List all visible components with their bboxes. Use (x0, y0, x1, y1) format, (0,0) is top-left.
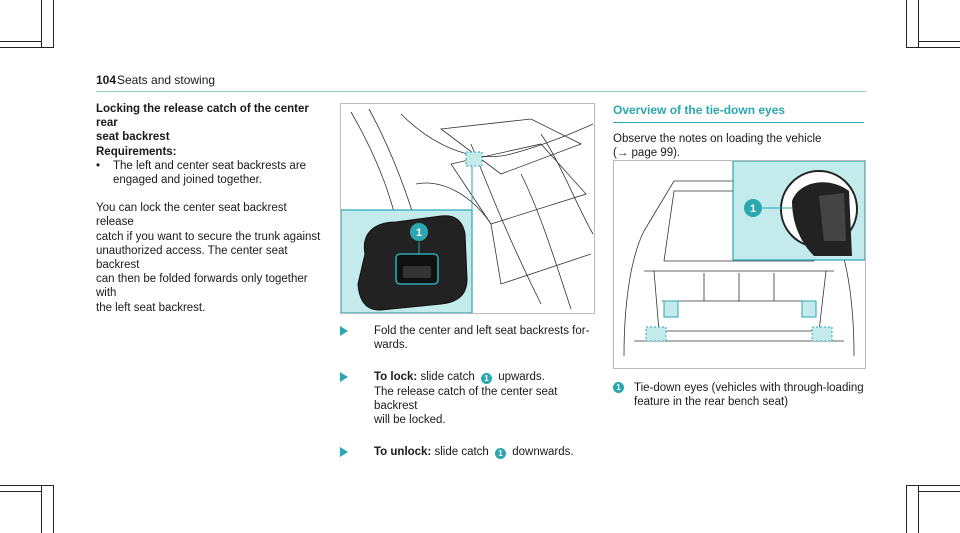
header-rule (96, 91, 866, 92)
requirement-line: engaged and joined together. (113, 174, 262, 187)
body-paragraph: Observe the notes on loading the vehicle… (613, 132, 864, 160)
step-keyword: To unlock: (374, 446, 432, 459)
tie-down-figure: 1 (613, 160, 866, 369)
step-line: The release catch of the center seat bac… (374, 385, 558, 412)
step-arrow-icon (340, 372, 348, 383)
page-reference-link[interactable]: (→ page 99). (613, 147, 681, 160)
callout-badge: 1 (495, 448, 507, 460)
step-fold: Fold the center and left seat backrests … (340, 324, 600, 352)
legend-line: Tie-down eyes (vehicles with through-loa… (634, 382, 864, 394)
crop-mark (0, 491, 41, 492)
body-line: the left seat backrest. (96, 301, 206, 314)
bullet-icon: • (96, 159, 101, 172)
step-unlock: To unlock: slide catch 1 downwards. (340, 445, 600, 460)
step-arrow-icon (340, 326, 348, 336)
step-text: slide catch (420, 371, 475, 384)
step-text: upwards. (498, 371, 545, 384)
crop-mark (0, 485, 54, 486)
legend-line: feature in the rear bench seat) (634, 396, 789, 409)
body-line: catch if you want to secure the trunk ag… (96, 230, 321, 243)
crop-mark (906, 0, 907, 48)
body-paragraph: You can lock the center seat backrest re… (96, 201, 326, 315)
callout-badge: 1 (613, 382, 624, 393)
middle-steps: Fold the center and left seat backrests … (340, 324, 600, 477)
left-column: Locking the release catch of the center … (96, 102, 326, 315)
step-keyword: To lock: (374, 371, 418, 384)
section-title: Overview of the tie-down eyes (613, 103, 786, 117)
callout-label: 1 (750, 203, 756, 215)
crop-mark (906, 485, 907, 533)
body-line: You can lock the center seat backrest re… (96, 202, 287, 229)
requirement-item: • The left and center seat backrests are… (96, 159, 326, 187)
callout-1-icon (744, 199, 762, 217)
title-rule (613, 122, 864, 124)
requirement-line: The left and center seat backrests are (113, 159, 307, 172)
crop-mark (918, 41, 960, 42)
crop-mark (918, 0, 919, 48)
crop-mark (41, 485, 42, 533)
section-title: Seats and stowing (117, 73, 216, 87)
heading-line: Locking the release catch of the center … (96, 103, 309, 130)
seat-illustration: 1 (341, 108, 594, 313)
crop-mark (906, 485, 960, 486)
crop-mark (53, 0, 54, 48)
page-number: 104 (96, 73, 117, 87)
crop-mark (0, 41, 41, 42)
step-line: wards. (374, 339, 408, 352)
body-line: Observe the notes on loading the vehicle (613, 133, 822, 146)
step-text: downwards. (512, 446, 574, 459)
callout-label: 1 (416, 227, 422, 239)
section-heading: Locking the release catch of the center … (96, 102, 326, 145)
crop-mark (918, 485, 919, 533)
crop-mark (53, 485, 54, 533)
requirements-label: Requirements: (96, 145, 177, 158)
step-arrow-icon (340, 447, 348, 458)
step-line: Fold the center and left seat backrests … (374, 325, 590, 337)
trunk-illustration: 1 (623, 161, 865, 357)
crop-mark (0, 47, 54, 48)
crop-mark (41, 0, 42, 48)
body-line: can then be folded forwards only togethe… (96, 273, 308, 300)
step-lock: To lock: slide catch 1 upwards. The rele… (340, 370, 600, 427)
crop-mark (906, 47, 960, 48)
step-line: will be locked. (374, 414, 446, 427)
callout-1-icon (410, 223, 428, 241)
seat-catch-figure: 1 (340, 103, 595, 314)
step-text: slide catch (434, 446, 489, 459)
figure-legend: 1 Tie-down eyes (vehicles with through-l… (613, 381, 873, 409)
body-line: unauthorized access. The center seat bac… (96, 244, 288, 272)
callout-badge: 1 (480, 373, 492, 385)
right-column: Overview of the tie-down eyes Observe th… (613, 103, 864, 161)
crop-mark (918, 491, 960, 492)
heading-line: seat backrest (96, 131, 170, 144)
